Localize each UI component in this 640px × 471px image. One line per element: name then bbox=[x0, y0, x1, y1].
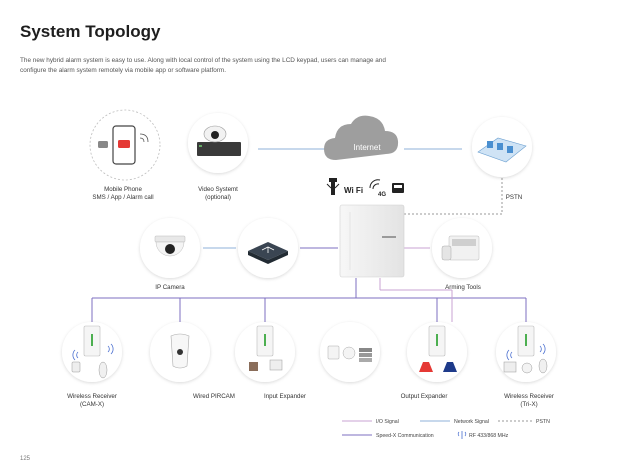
ip-camera-node bbox=[140, 218, 200, 278]
legend-rf: RF 433/868 MHz bbox=[469, 433, 509, 439]
wifi-label: Wi Fi bbox=[344, 186, 363, 195]
cellular-4g-icon: 4G bbox=[369, 179, 386, 198]
wireless-receiver-camx-label: Wireless Receiver bbox=[67, 393, 117, 400]
video-system-label: Video Systemt bbox=[198, 186, 238, 193]
page-number: 125 bbox=[20, 456, 31, 462]
wireless-receiver-trix-label: Wireless Receiver bbox=[504, 393, 554, 400]
pstn-label: PSTN bbox=[506, 194, 523, 201]
cellular-label: 4G bbox=[378, 192, 386, 198]
legend-network-signal: Network Signal bbox=[454, 419, 489, 425]
ethernet-port-icon bbox=[392, 183, 404, 193]
network-signal-lines bbox=[203, 148, 462, 249]
output-expander-label: Output Expander bbox=[401, 393, 448, 400]
wireless-receiver-trix-node bbox=[496, 322, 556, 382]
wireless-receiver-camx-sublabel: (CAM-X) bbox=[80, 401, 104, 408]
io-signal-lines bbox=[379, 247, 453, 322]
network-switch-node bbox=[238, 218, 298, 278]
wireless-receiver-trix-sublabel: (Tri-X) bbox=[520, 401, 537, 408]
pstn-node bbox=[472, 117, 532, 177]
output-expander-node bbox=[407, 322, 467, 382]
mobile-phone-sublabel: SMS / App / Alarm call bbox=[92, 194, 153, 201]
page-title: System Topology bbox=[20, 22, 161, 41]
legend-speedx: Speed-X Communication bbox=[376, 433, 434, 439]
rf-legend-icon bbox=[457, 431, 467, 439]
video-system-sublabel: (optional) bbox=[205, 194, 231, 201]
arming-tools-label: Arming Tools bbox=[445, 284, 481, 291]
mobile-phone-label: Mobile Phone bbox=[104, 186, 142, 193]
mobile-phone-node bbox=[89, 109, 161, 181]
legend: I/O Signal Network Signal PSTN Speed-X C… bbox=[342, 419, 550, 439]
speedx-lines bbox=[91, 247, 527, 322]
wired-pircam-node bbox=[150, 322, 210, 382]
intro-text: The new hybrid alarm system is easy to u… bbox=[20, 57, 386, 74]
internet-cloud-node: Internet bbox=[324, 115, 399, 160]
pstn-line bbox=[404, 178, 503, 215]
input-expander-label: Input Expander bbox=[264, 393, 306, 400]
ip-camera-label: IP Camera bbox=[155, 284, 185, 291]
wired-pircam-label: Wired PIRCAM bbox=[193, 393, 235, 400]
wireless-receiver-camx-node bbox=[62, 322, 122, 382]
rf-wave-icons bbox=[72, 343, 546, 361]
video-system-node bbox=[188, 113, 248, 173]
usb-icon bbox=[326, 178, 340, 195]
legend-io-signal: I/O Signal bbox=[376, 419, 399, 425]
detector-group-node bbox=[320, 322, 380, 382]
input-expander-node bbox=[235, 322, 295, 382]
legend-pstn: PSTN bbox=[536, 419, 550, 425]
arming-tools-node bbox=[432, 218, 492, 278]
control-panel-node bbox=[339, 204, 405, 278]
internet-label: Internet bbox=[353, 143, 381, 152]
